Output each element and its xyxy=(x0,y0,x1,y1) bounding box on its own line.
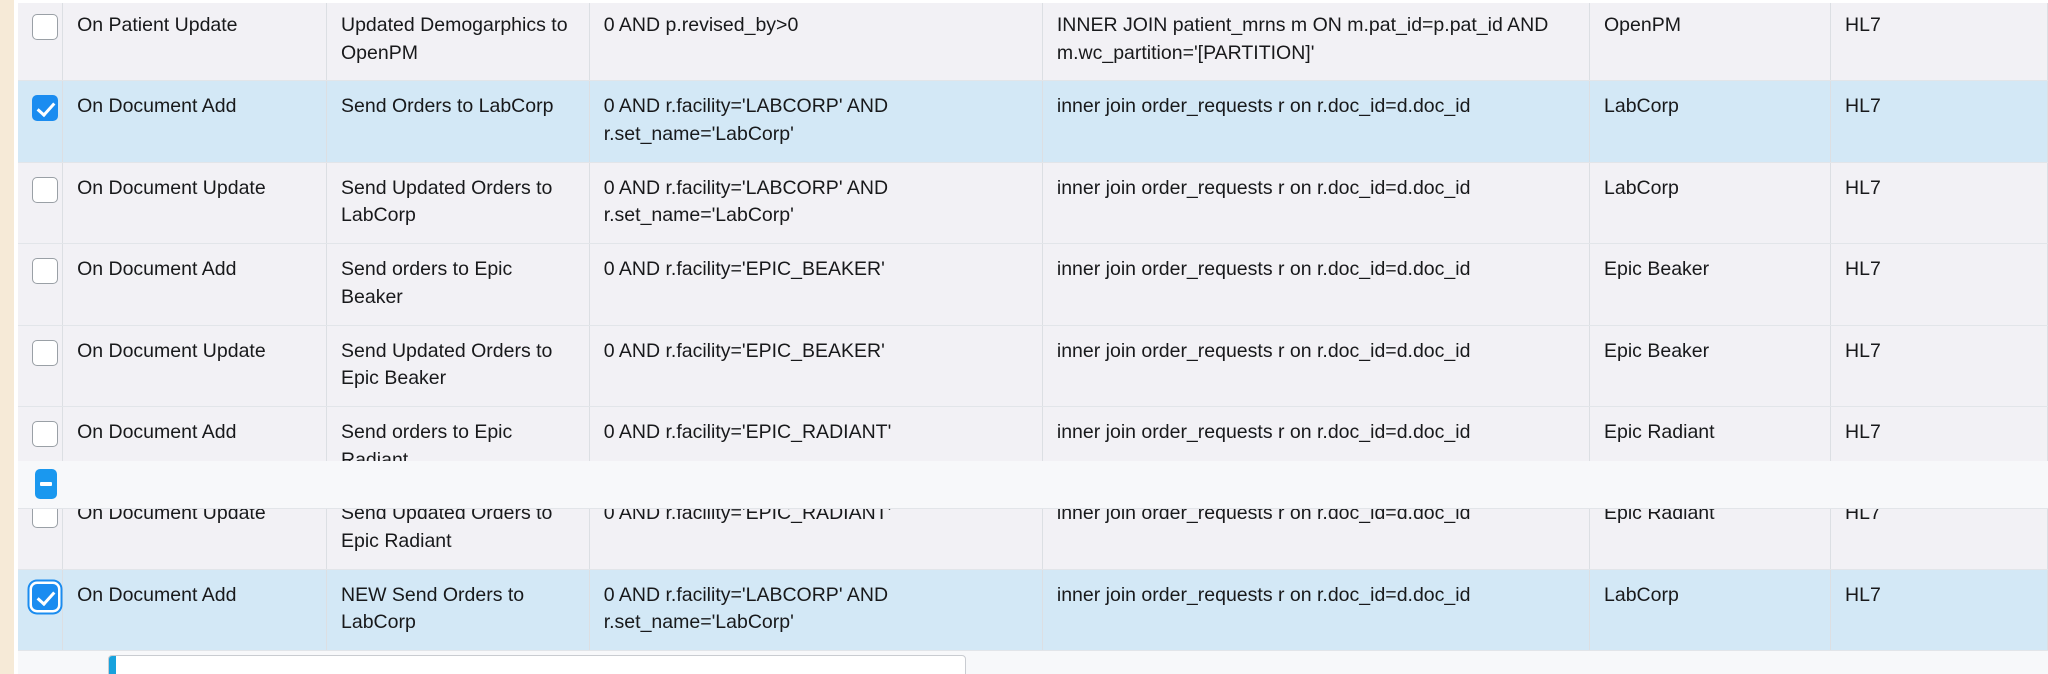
cell-event: On Document Add xyxy=(62,80,327,163)
cell-name: NEW Send Orders to LabCorp xyxy=(326,569,590,652)
cell-name: Updated Demogarphics to OpenPM xyxy=(326,0,590,82)
cell-name: Send Updated Orders to Epic Beaker xyxy=(326,325,590,407)
cell-name: Send Orders to LabCorp xyxy=(326,80,590,163)
cell-format: HL7 xyxy=(1830,243,2048,326)
row-select-cell[interactable] xyxy=(18,80,64,163)
row-select-cell[interactable] xyxy=(18,569,64,652)
grid-footer-row xyxy=(18,461,2048,509)
cell-join: inner join order_requests r on r.doc_id=… xyxy=(1042,325,1591,407)
cell-format: HL7 xyxy=(1830,569,2048,652)
cell-join: inner join order_requests r on r.doc_id=… xyxy=(1042,569,1591,652)
minus-icon[interactable] xyxy=(35,469,57,499)
cell-condition: 0 AND r.facility='EPIC_BEAKER' xyxy=(589,325,1043,407)
cell-name: Send orders to Epic Beaker xyxy=(326,243,590,326)
row-select-cell[interactable] xyxy=(18,325,64,407)
cell-condition: 0 AND r.facility='EPIC_BEAKER' xyxy=(589,243,1043,326)
row-select-cell[interactable] xyxy=(18,162,64,245)
checkbox-unchecked-icon[interactable] xyxy=(32,14,58,40)
checkbox-unchecked-icon[interactable] xyxy=(32,420,58,447)
cell-event: On Patient Update xyxy=(62,0,327,82)
detail-panel[interactable] xyxy=(108,655,966,674)
checkbox-unchecked-icon[interactable] xyxy=(32,339,58,366)
grid-top-rule xyxy=(18,0,2048,3)
cell-event: On Document Update xyxy=(62,325,327,407)
checkbox-checked-icon[interactable] xyxy=(32,95,58,122)
checkbox-unchecked-icon[interactable] xyxy=(32,176,58,203)
cell-condition: 0 AND p.revised_by>0 xyxy=(589,0,1043,82)
cell-event: On Document Add xyxy=(62,569,327,652)
cell-join: inner join order_requests r on r.doc_id=… xyxy=(1042,243,1591,326)
cell-name: Send Updated Orders to LabCorp xyxy=(326,162,590,245)
detail-panel-accent-bar xyxy=(109,656,116,674)
cell-destination: LabCorp xyxy=(1589,162,1832,245)
cell-destination: OpenPM xyxy=(1589,0,1832,82)
row-select-cell[interactable] xyxy=(18,243,64,326)
left-margin-strip xyxy=(0,0,14,674)
row-select-cell[interactable] xyxy=(18,0,64,82)
cell-join: inner join order_requests r on r.doc_id=… xyxy=(1042,162,1591,245)
cell-destination: Epic Beaker xyxy=(1589,325,1832,407)
cell-destination: LabCorp xyxy=(1589,80,1832,163)
cell-join: inner join order_requests r on r.doc_id=… xyxy=(1042,80,1591,163)
cell-format: HL7 xyxy=(1830,0,2048,82)
cell-join: INNER JOIN patient_mrns m ON m.pat_id=p.… xyxy=(1042,0,1591,82)
cell-condition: 0 AND r.facility='LABCORP' AND r.set_nam… xyxy=(589,162,1043,245)
cell-format: HL7 xyxy=(1830,325,2048,407)
cell-format: HL7 xyxy=(1830,162,2048,245)
cell-destination: Epic Beaker xyxy=(1589,243,1832,326)
cell-condition: 0 AND r.facility='LABCORP' AND r.set_nam… xyxy=(589,80,1043,163)
left-margin-edge xyxy=(14,0,18,674)
cell-event: On Document Update xyxy=(62,162,327,245)
cell-destination: LabCorp xyxy=(1589,569,1832,652)
checkbox-checked-icon[interactable] xyxy=(32,583,58,610)
cell-event: On Document Add xyxy=(62,243,327,326)
cell-condition: 0 AND r.facility='LABCORP' AND r.set_nam… xyxy=(589,569,1043,652)
checkbox-unchecked-icon[interactable] xyxy=(32,258,58,285)
cell-format: HL7 xyxy=(1830,80,2048,163)
